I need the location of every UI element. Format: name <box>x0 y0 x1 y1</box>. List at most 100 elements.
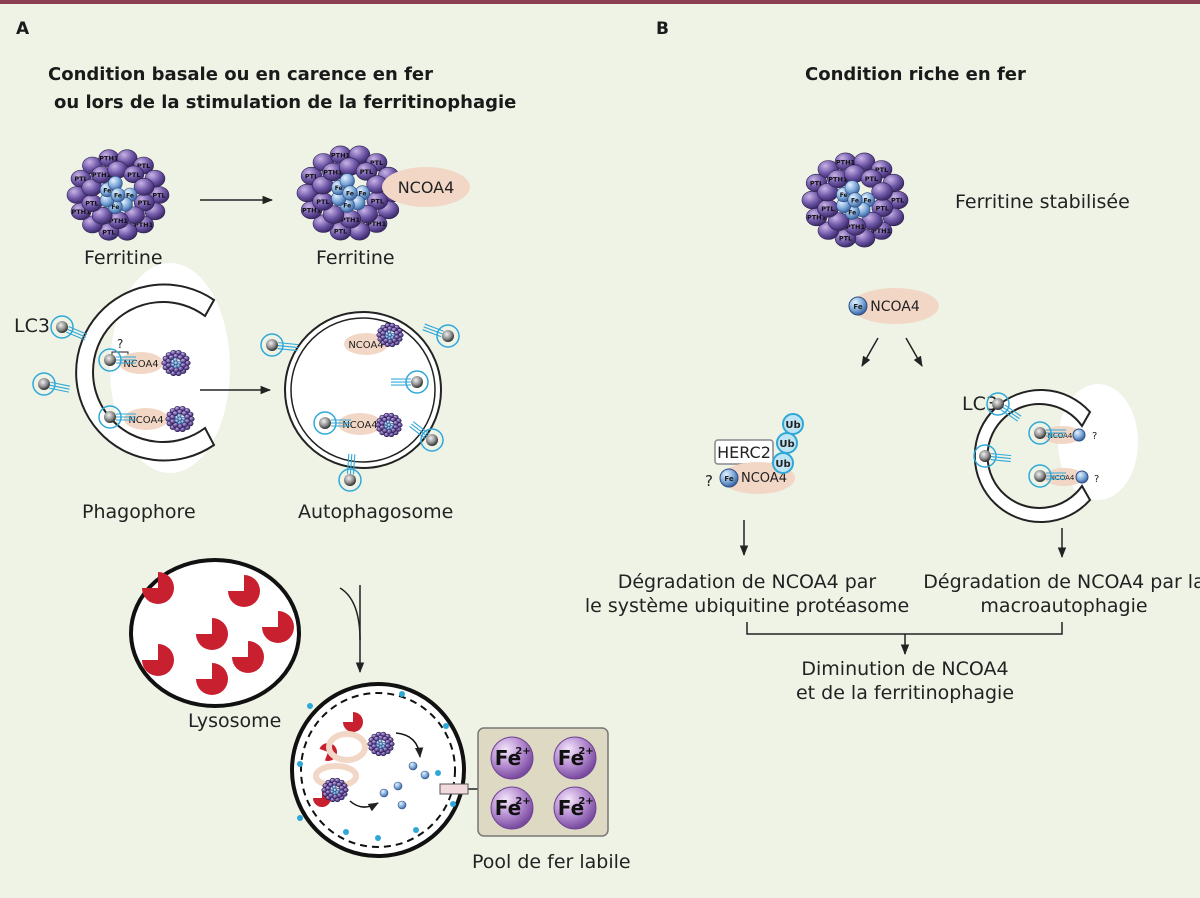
released-iron <box>421 771 429 779</box>
lysosomal-enzyme <box>142 572 174 604</box>
fe2-ion: Fe2+ <box>491 787 533 829</box>
lc3-tether <box>991 454 1011 456</box>
ferritin-mini-4 <box>376 413 403 437</box>
fe2-ion: Fe2+ <box>491 737 533 779</box>
subunit-label: PTL <box>85 200 98 208</box>
ferritin-stabilized-label: Ferritine stabilisée <box>955 191 1130 213</box>
autophagosome-label: Autophagosome <box>298 501 453 523</box>
ferritin-subunit <box>372 744 377 748</box>
iron-label: Fe <box>335 185 343 192</box>
subunit-label: PTL <box>316 198 329 206</box>
subunit-label: PTL <box>891 197 904 205</box>
fe2-charge: 2+ <box>515 796 530 807</box>
ferritin-subunit <box>326 790 331 794</box>
lc3-ball <box>411 376 423 388</box>
lc3-tether <box>278 346 298 348</box>
arrow-to-ups <box>862 338 878 366</box>
subunit-label: PTL <box>334 228 347 236</box>
lc3-receptor <box>51 316 87 340</box>
question-mark-herc2: ? <box>705 472 713 490</box>
lc3-dot <box>435 770 441 776</box>
subunit-label: PTL <box>839 235 852 243</box>
released-iron <box>398 801 406 809</box>
fe-ion-herc2-label: Fe <box>724 475 733 483</box>
fe-ion-b1 <box>1073 429 1085 441</box>
heading-a-line2: ou lors de la stimulation de la ferritin… <box>54 92 516 113</box>
dim-line2: et de la ferritinophagie <box>796 682 1014 704</box>
lc3-ball <box>344 474 356 486</box>
ferritin-mini-3 <box>377 323 404 347</box>
ferritin-iron-core <box>387 423 391 427</box>
lc3-dot <box>399 691 405 697</box>
subunit-label: PTL <box>876 204 889 212</box>
lc3-receptor <box>423 324 459 347</box>
lc3-tether <box>278 349 298 351</box>
lc3-ball <box>1034 470 1046 482</box>
pool-label: Pool de fer labile <box>472 851 631 873</box>
ubiquitin-label: Ub <box>785 420 800 431</box>
lc3-tether <box>991 460 1011 462</box>
subunit-label: PTL <box>360 168 373 176</box>
lc3-ball <box>104 354 116 366</box>
panel-label-a: A <box>16 19 30 39</box>
heading-b: Condition riche en fer <box>805 64 1026 85</box>
question-mark-a: ? <box>117 337 123 351</box>
dim-line1: Diminution de NCOA4 <box>801 658 1008 680</box>
released-iron <box>409 762 417 770</box>
ferritin-iron-core <box>333 788 337 792</box>
lc3-ball <box>104 411 116 423</box>
lc3-ball <box>1034 427 1046 439</box>
ferritin-label-2: Ferritine <box>316 247 395 269</box>
iron-label: Fe <box>114 193 122 200</box>
iron-label: Fe <box>103 187 111 194</box>
iron-label: Fe <box>111 204 119 211</box>
subunit-label: PTL <box>821 205 834 213</box>
fe-ion-b-label: Fe <box>853 303 862 311</box>
arrow-to-macro <box>906 338 922 366</box>
herc2-label: HERC2 <box>717 443 771 462</box>
fe-ion-b2 <box>1076 471 1088 483</box>
phagophore-label: Phagophore <box>82 501 196 523</box>
panel-label-b: B <box>656 19 669 39</box>
lc3-ball <box>992 398 1004 410</box>
ferritin-iron-core <box>174 361 178 365</box>
ferritin-iron-core <box>379 742 383 746</box>
ubiquitin-label: Ub <box>779 439 794 450</box>
lc3-dot <box>375 835 381 841</box>
lc3-ball <box>266 339 278 351</box>
ups-line1: Dégradation de NCOA4 par <box>618 571 877 593</box>
subunit-label: PTL <box>102 228 115 236</box>
subunit-label: PTL <box>138 199 151 207</box>
question-mark-b1: ? <box>1092 431 1097 442</box>
ncoa4-small-1: NCOA4 <box>123 359 158 370</box>
ferritin-subunit <box>380 425 385 429</box>
macro-line1: Dégradation de NCOA4 par la <box>923 571 1200 593</box>
ferritin-subunit <box>166 363 172 368</box>
fe2-ion: Fe2+ <box>554 787 596 829</box>
ncoa4-small-b2: NCOA4 <box>1050 474 1075 482</box>
heading-a-line1: Condition basale ou en carence en fer <box>48 64 433 85</box>
ferritin-subunit <box>381 335 386 339</box>
macro-line2: macroautophagie <box>980 595 1147 617</box>
transport-connector <box>440 784 468 794</box>
released-iron <box>380 789 388 797</box>
fe2-ion: Fe2+ <box>554 737 596 779</box>
subunit-label: PTL <box>371 197 384 205</box>
top-accent-bar <box>0 0 1200 4</box>
iron-label: Fe <box>840 192 848 199</box>
lc3-ball <box>56 321 68 333</box>
ferritin-subunit <box>170 419 176 424</box>
fe2-charge: 2+ <box>578 796 593 807</box>
lc3-ball <box>38 378 50 390</box>
lc3-ball <box>979 450 991 462</box>
ferritin-label-1: Ferritine <box>84 247 163 269</box>
ups-line2: le système ubiquitine protéasome <box>585 595 909 617</box>
lc3-label: LC3 <box>14 315 50 337</box>
lc3-dot <box>307 703 313 709</box>
ferritin-subunit <box>134 178 154 195</box>
lc3-tether <box>278 343 298 345</box>
iron-label: Fe <box>848 210 856 217</box>
